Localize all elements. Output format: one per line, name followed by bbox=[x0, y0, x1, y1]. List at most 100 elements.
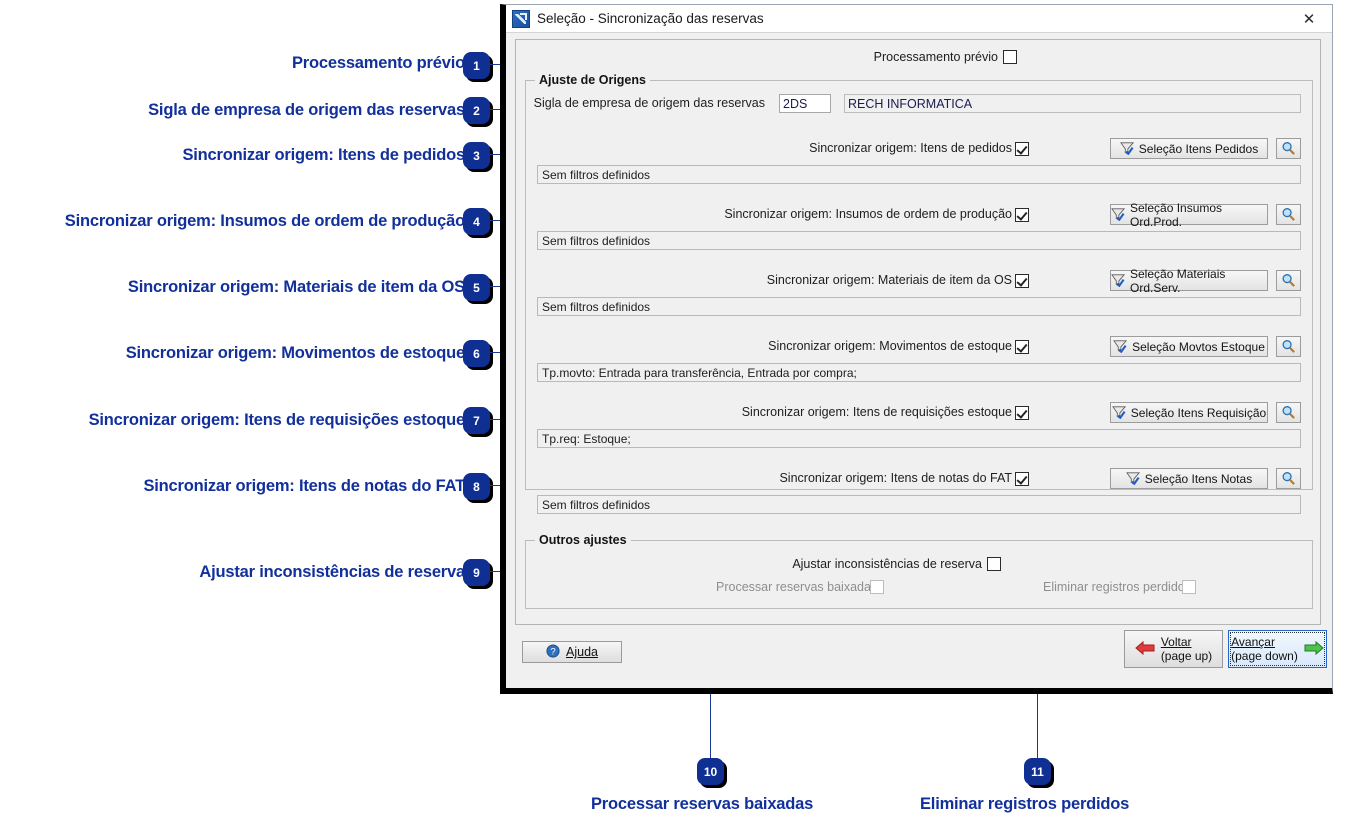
origin-search-button[interactable] bbox=[1276, 138, 1301, 159]
back-button-label: Voltar (page up) bbox=[1161, 635, 1212, 663]
origin-select-button[interactable]: Seleção Itens Notas bbox=[1110, 468, 1268, 489]
group-ajuste-origens-title: Ajuste de Origens bbox=[535, 73, 650, 87]
back-button-line2: (page up) bbox=[1160, 649, 1213, 663]
annotation-label-6: Sincronizar origem: Movimentos de estoqu… bbox=[125, 344, 465, 362]
annotation-badge-6: 6 bbox=[463, 340, 490, 367]
company-name-field: RECH INFORMATICA bbox=[844, 94, 1301, 113]
annotation-label-2: Sigla de empresa de origem das reservas bbox=[148, 101, 465, 119]
annotation-badge-3: 3 bbox=[463, 142, 490, 169]
origin-checkbox[interactable] bbox=[1015, 406, 1029, 420]
origin-label: Sincronizar origem: Itens de pedidos bbox=[809, 141, 1012, 155]
company-label: Sigla de empresa de origem das reservas bbox=[533, 96, 765, 110]
help-button[interactable]: ? Ajuda bbox=[522, 641, 622, 663]
origin-search-button[interactable] bbox=[1276, 402, 1301, 423]
origin-select-button-label: Seleção Itens Notas bbox=[1144, 471, 1253, 486]
group-outros-ajustes-title: Outros ajustes bbox=[535, 533, 631, 547]
annotation-label-3: Sincronizar origem: Itens de pedidos bbox=[182, 146, 465, 164]
origin-checkbox[interactable] bbox=[1015, 208, 1029, 222]
remove-lost-records-checkbox bbox=[1182, 580, 1196, 594]
origin-select-button-label: Seleção Insumos Ord.Prod. bbox=[1130, 200, 1223, 229]
back-button-line1: Voltar bbox=[1160, 635, 1192, 649]
next-button-label: Avançar (page down) bbox=[1231, 635, 1298, 663]
arrow-right-icon bbox=[1304, 640, 1324, 659]
svg-text:?: ? bbox=[550, 646, 555, 657]
origin-select-button-label: Seleção Movtos Estoque bbox=[1132, 339, 1265, 354]
origin-filter-text: Sem filtros definidos bbox=[537, 165, 1301, 184]
origin-block-5: Sincronizar origem: Itens de requisições… bbox=[526, 402, 1312, 458]
funnel-icon bbox=[1111, 406, 1126, 420]
origin-row: Sincronizar origem: Itens de requisições… bbox=[526, 402, 1312, 424]
window-title: Seleção - Sincronização das reservas bbox=[537, 11, 764, 26]
arrow-left-icon bbox=[1135, 640, 1155, 659]
close-icon[interactable]: ✕ bbox=[1302, 10, 1316, 28]
origin-select-button[interactable]: Seleção Insumos Ord.Prod. bbox=[1110, 201, 1268, 229]
adjust-inconsistencies-checkbox[interactable] bbox=[987, 557, 1001, 571]
help-button-label: Ajuda bbox=[566, 645, 598, 659]
funnel-icon bbox=[1111, 274, 1126, 288]
process-written-off-checkbox bbox=[870, 580, 884, 594]
origin-checkbox[interactable] bbox=[1015, 274, 1029, 288]
origin-block-4: Sincronizar origem: Movimentos de estoqu… bbox=[526, 336, 1312, 392]
back-button[interactable]: Voltar (page up) bbox=[1124, 630, 1223, 668]
next-button-line2: (page down) bbox=[1231, 649, 1298, 663]
origin-label: Sincronizar origem: Itens de requisições… bbox=[741, 405, 1012, 419]
origin-row: Sincronizar origem: Itens de pedidos Sel… bbox=[526, 138, 1312, 160]
origin-select-button[interactable]: Seleção Itens Requisição bbox=[1110, 402, 1268, 423]
title-bar: Seleção - Sincronização das reservas ✕ bbox=[506, 5, 1332, 33]
origin-label: Sincronizar origem: Insumos de ordem de … bbox=[724, 207, 1012, 221]
annotation-badge-1: 1 bbox=[463, 52, 490, 79]
secondary-options-row: Processar reservas baixadas Eliminar reg… bbox=[526, 579, 1312, 597]
origin-select-button[interactable]: Seleção Materiais Ord.Serv. bbox=[1110, 267, 1268, 295]
annotation-label-11: Eliminar registros perdidos bbox=[920, 795, 1130, 813]
origin-block-1: Sincronizar origem: Itens de pedidos Sel… bbox=[526, 138, 1312, 194]
origin-row: Sincronizar origem: Itens de notas do FA… bbox=[526, 468, 1312, 490]
origin-block-3: Sincronizar origem: Materiais de item da… bbox=[526, 267, 1312, 326]
magnifier-icon bbox=[1281, 471, 1296, 486]
origin-select-button[interactable]: Seleção Itens Pedidos bbox=[1110, 138, 1268, 159]
company-code-field[interactable]: 2DS bbox=[779, 94, 831, 113]
pre-processing-label: Processamento prévio bbox=[873, 50, 998, 64]
annotation-label-4: Sincronizar origem: Insumos de ordem de … bbox=[64, 212, 465, 230]
origin-search-button[interactable] bbox=[1276, 204, 1301, 225]
origin-search-button[interactable] bbox=[1276, 270, 1301, 291]
magnifier-icon bbox=[1281, 339, 1296, 354]
magnifier-icon bbox=[1281, 405, 1296, 420]
origin-checkbox[interactable] bbox=[1015, 472, 1029, 486]
origin-filter-text: Sem filtros definidos bbox=[537, 231, 1301, 250]
annotation-badge-4: 4 bbox=[463, 208, 490, 235]
origin-checkbox[interactable] bbox=[1015, 142, 1029, 156]
funnel-icon bbox=[1113, 340, 1128, 354]
annotation-badge-5: 5 bbox=[463, 274, 490, 301]
origin-select-button[interactable]: Seleção Movtos Estoque bbox=[1110, 336, 1268, 357]
origin-row: Sincronizar origem: Movimentos de estoqu… bbox=[526, 336, 1312, 358]
dialog-window: Seleção - Sincronização das reservas ✕ P… bbox=[500, 4, 1333, 694]
annotation-badge-8: 8 bbox=[463, 473, 490, 500]
funnel-icon bbox=[1125, 472, 1140, 486]
group-ajuste-origens: Ajuste de Origens Sigla de empresa de or… bbox=[525, 73, 1313, 514]
origin-filter-text: Sem filtros definidos bbox=[537, 495, 1301, 514]
origin-search-button[interactable] bbox=[1276, 336, 1301, 357]
annotation-label-10: Processar reservas baixadas bbox=[591, 795, 814, 813]
magnifier-icon bbox=[1281, 207, 1296, 222]
origin-label: Sincronizar origem: Materiais de item da… bbox=[766, 273, 1012, 287]
next-button[interactable]: Avançar (page down) bbox=[1228, 630, 1327, 668]
origin-row: Sincronizar origem: Insumos de ordem de … bbox=[526, 201, 1312, 229]
origin-block-2: Sincronizar origem: Insumos de ordem de … bbox=[526, 201, 1312, 260]
funnel-icon bbox=[1111, 208, 1126, 222]
origin-filter-text: Tp.movto: Entrada para transferência, En… bbox=[537, 363, 1301, 382]
dialog-body: Processamento prévio Ajuste de Origens S… bbox=[506, 33, 1332, 688]
funnel-icon bbox=[1119, 142, 1134, 156]
origin-search-button[interactable] bbox=[1276, 468, 1301, 489]
origin-label: Sincronizar origem: Itens de notas do FA… bbox=[779, 471, 1012, 485]
annotation-label-8: Sincronizar origem: Itens de notas do FA… bbox=[143, 477, 465, 495]
app-arrow-icon bbox=[512, 9, 530, 28]
origin-filter-text: Tp.req: Estoque; bbox=[537, 429, 1301, 448]
annotation-badge-10: 10 bbox=[697, 758, 724, 785]
adjust-inconsistencies-label: Ajustar inconsistências de reserva bbox=[792, 557, 982, 571]
remove-lost-records-label: Eliminar registros perdidos bbox=[1043, 580, 1191, 594]
annotation-label-9: Ajustar inconsistências de reserva bbox=[199, 563, 465, 581]
pre-processing-checkbox[interactable] bbox=[1003, 50, 1017, 64]
next-button-line1: Avançar bbox=[1231, 635, 1275, 649]
origin-checkbox[interactable] bbox=[1015, 340, 1029, 354]
origin-label: Sincronizar origem: Movimentos de estoqu… bbox=[768, 339, 1012, 353]
